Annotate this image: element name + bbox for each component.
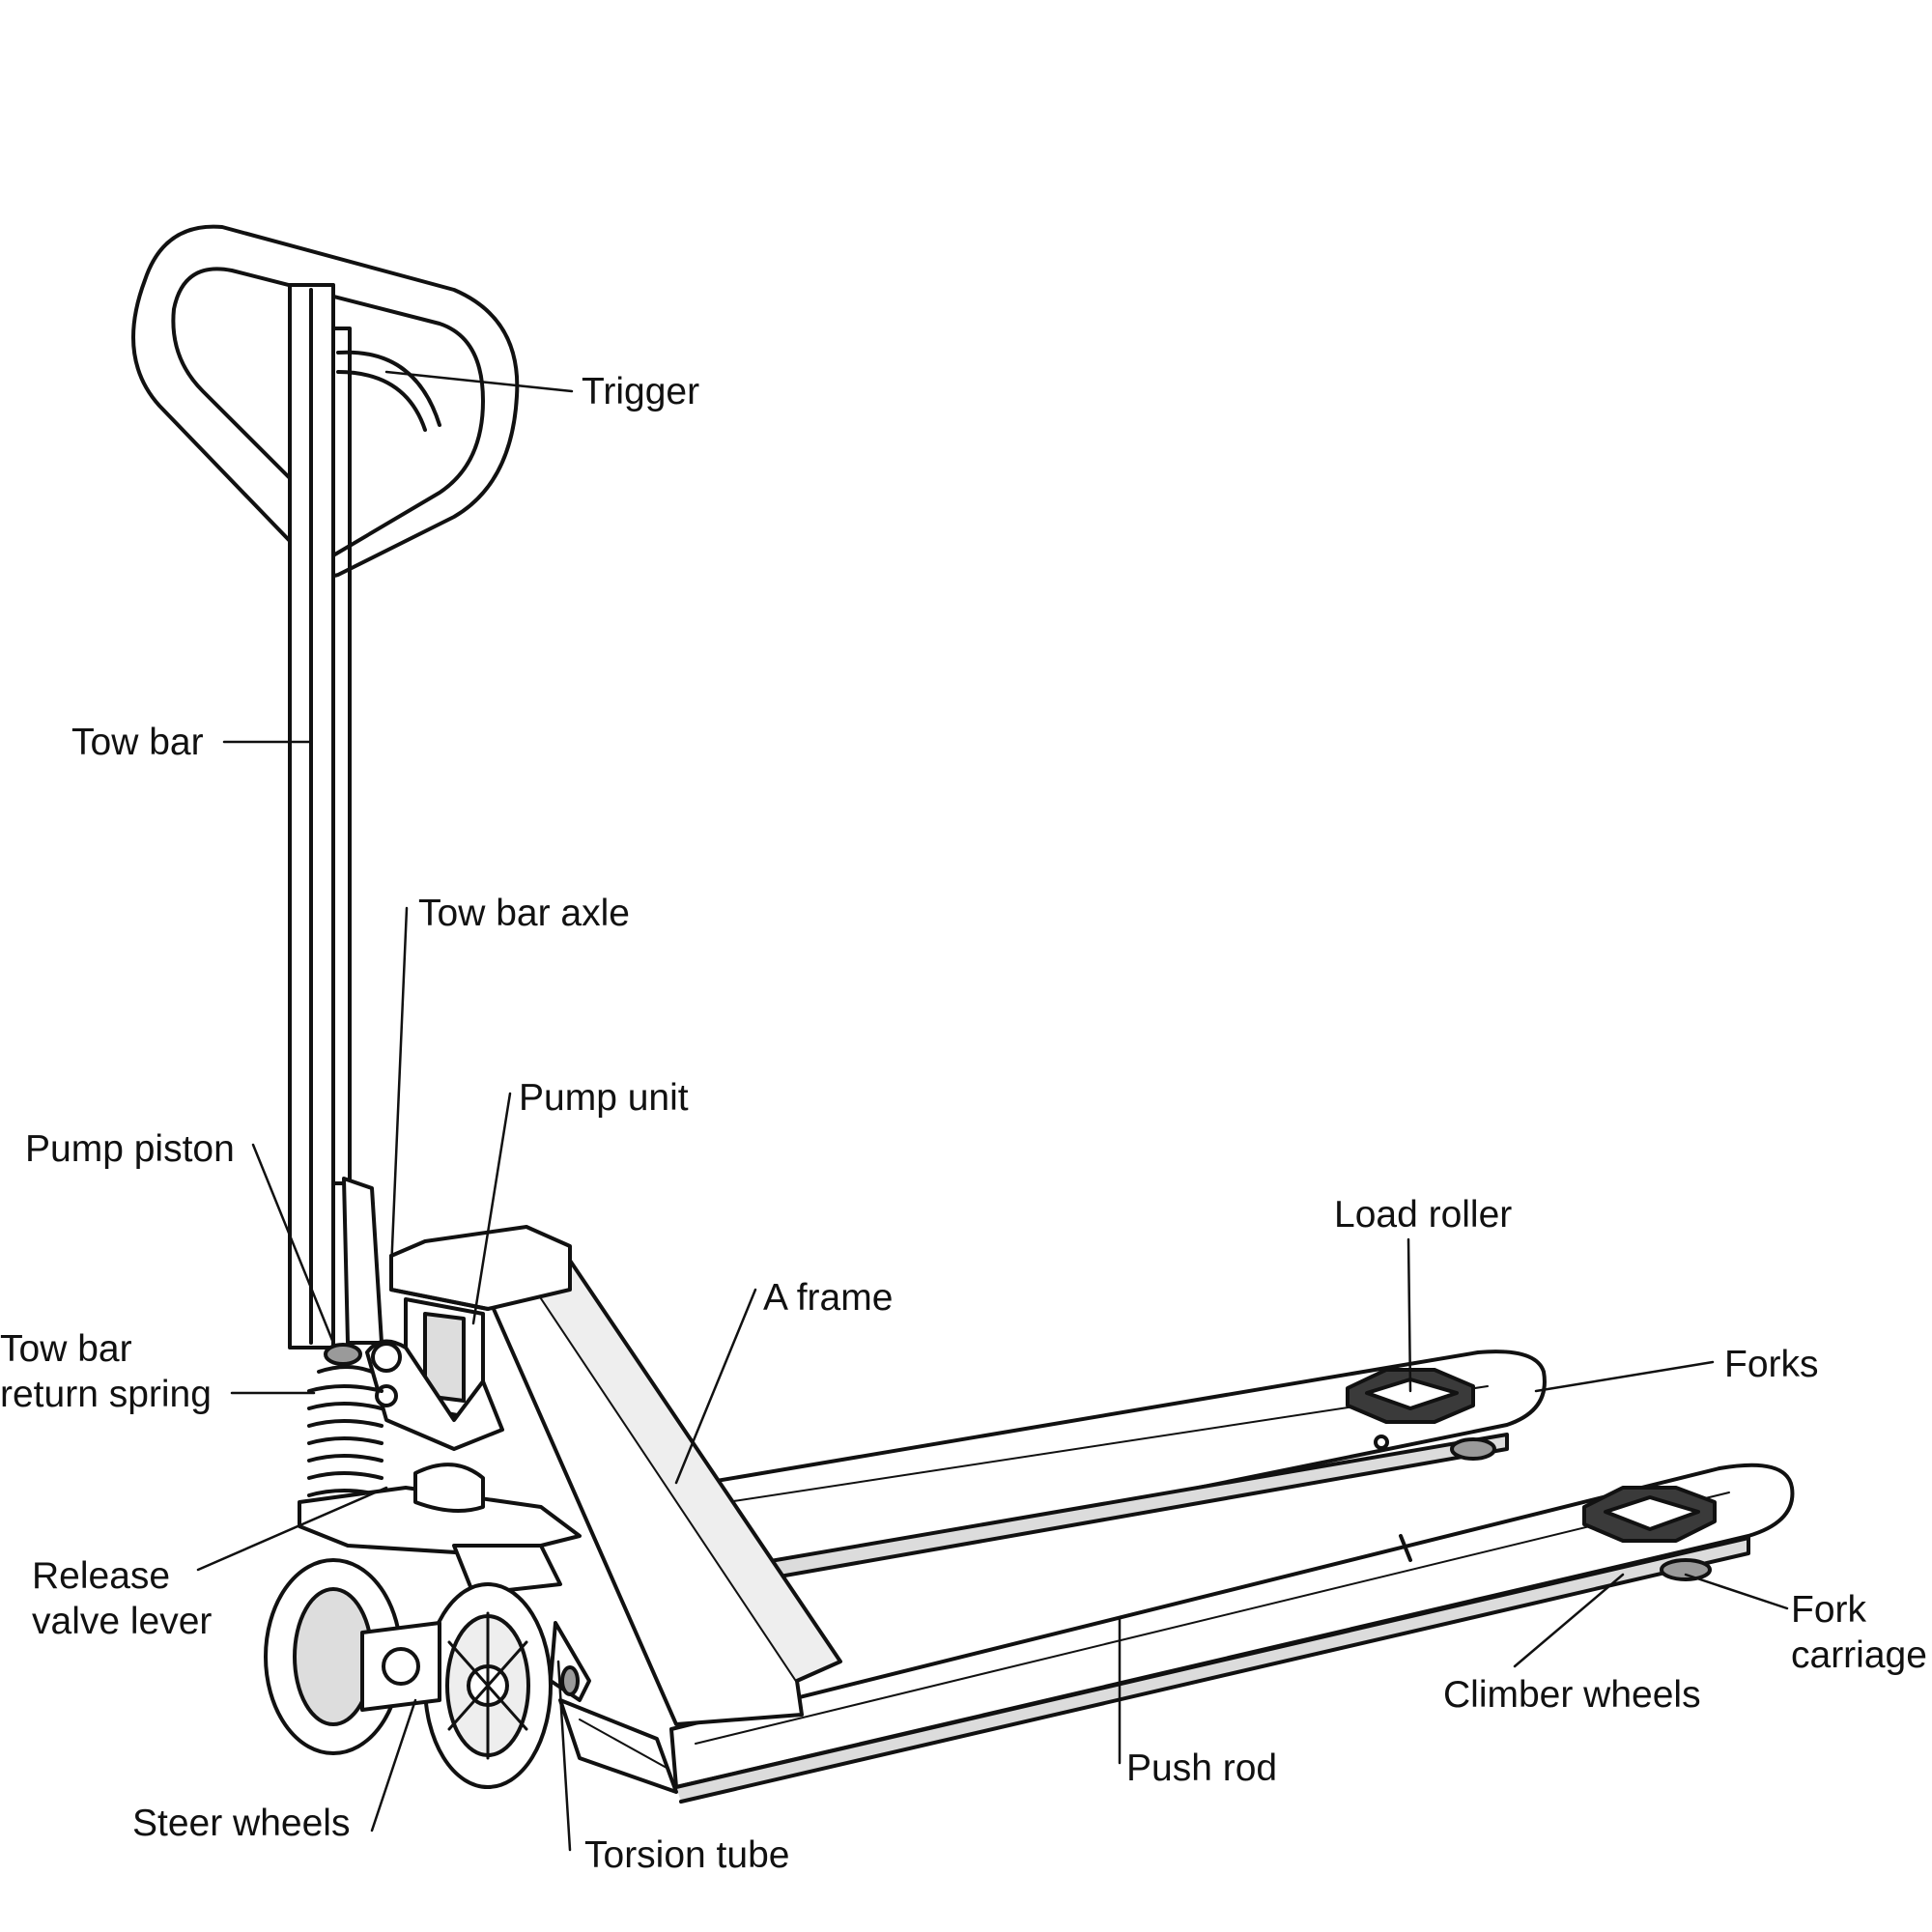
label-push-rod: Push rod: [1126, 1747, 1278, 1789]
label-release-valve-lever: Release valve lever: [32, 1553, 212, 1644]
base-plate: [298, 1463, 582, 1596]
label-tow-bar-return-spring-line2: return spring: [0, 1374, 212, 1415]
label-tow-bar-return-spring-line1: Tow bar: [0, 1328, 132, 1370]
pump-housing: [365, 1225, 572, 1451]
label-tow-bar-axle: Tow bar axle: [418, 893, 630, 934]
label-fork-carriage-line2: carriage: [1791, 1634, 1927, 1676]
tow-bar: [288, 283, 384, 1350]
leader-pump-unit: [471, 1092, 512, 1325]
leader-trigger: [384, 370, 574, 393]
handle-loop: [131, 224, 520, 578]
label-torsion-tube: Torsion tube: [584, 1834, 790, 1876]
leader-fork-carriage: [1684, 1573, 1789, 1610]
label-steer-wheels: Steer wheels: [132, 1803, 351, 1844]
leader-tow-bar-axle: [389, 906, 409, 1272]
leader-release-valve-lever: [196, 1486, 388, 1572]
label-pump-piston: Pump piston: [25, 1128, 235, 1170]
label-tow-bar: Tow bar: [71, 722, 204, 763]
label-fork-carriage-line1: Fork: [1791, 1589, 1866, 1631]
torsion-tube: [549, 1621, 591, 1702]
a-frame-body: [481, 1244, 842, 1794]
leader-torsion-tube: [556, 1660, 572, 1852]
label-release-valve-lever-line2: valve lever: [32, 1601, 213, 1642]
leader-pump-piston: [251, 1143, 335, 1345]
leader-load-roller: [1406, 1237, 1412, 1393]
fork-front: [669, 1463, 1795, 1804]
label-forks: Forks: [1724, 1344, 1819, 1385]
label-a-frame: A frame: [763, 1277, 894, 1319]
label-climber-wheels: Climber wheels: [1443, 1674, 1701, 1716]
label-tow-bar-return-spring: Tow bar return spring: [0, 1326, 212, 1417]
leader-forks: [1534, 1360, 1715, 1393]
label-release-valve-lever-line1: Release: [32, 1555, 171, 1597]
leader-a-frame: [674, 1288, 757, 1485]
label-trigger: Trigger: [582, 371, 700, 412]
steer-wheels: [264, 1558, 553, 1789]
label-load-roller: Load roller: [1334, 1194, 1513, 1236]
leader-climber-wheels: [1513, 1573, 1625, 1668]
label-pump-unit: Pump unit: [519, 1077, 689, 1119]
leader-steer-wheels: [370, 1698, 417, 1833]
fork-rear: [674, 1350, 1547, 1588]
label-fork-carriage: Fork carriage: [1791, 1587, 1927, 1678]
return-spring: [307, 1343, 384, 1497]
